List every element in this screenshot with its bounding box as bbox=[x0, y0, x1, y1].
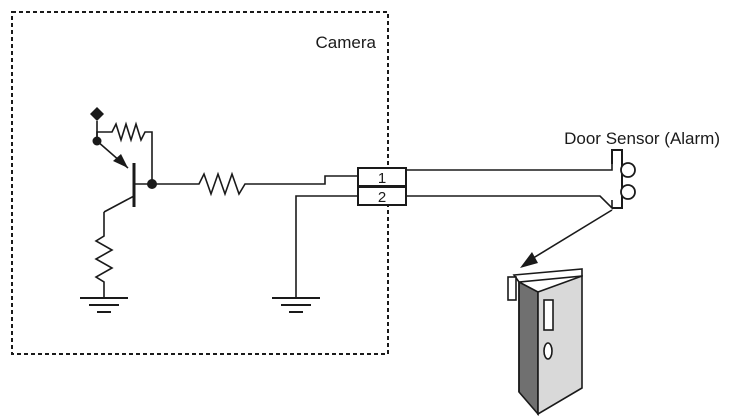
wire-pin1-to-sensor bbox=[406, 164, 613, 171]
door-sensor-label: Door Sensor (Alarm) bbox=[564, 129, 720, 148]
emitter-arrow bbox=[113, 154, 128, 168]
wire-pin2-to-sensor bbox=[406, 195, 613, 210]
ground-symbol-right bbox=[272, 297, 320, 313]
transistor bbox=[103, 163, 152, 213]
door-icon bbox=[507, 268, 583, 417]
terminal-block: 1 2 bbox=[357, 167, 407, 206]
pin2-ground-wire bbox=[272, 195, 358, 313]
door-sensor bbox=[611, 149, 636, 209]
door-handle bbox=[543, 342, 553, 360]
door-window bbox=[543, 299, 554, 331]
door-frame-post bbox=[507, 276, 517, 301]
camera-label: Camera bbox=[316, 33, 377, 52]
door-side bbox=[518, 280, 539, 417]
ground-symbol-left bbox=[80, 297, 128, 313]
terminal-pin-1-label: 1 bbox=[378, 170, 386, 187]
sensor-contact-upper bbox=[620, 162, 636, 178]
series-resistor bbox=[152, 171, 358, 197]
sensor-to-door-arrow bbox=[520, 209, 613, 268]
bias-resistor bbox=[96, 121, 153, 184]
bias-network bbox=[92, 121, 153, 184]
supply-terminal-diamond bbox=[90, 107, 104, 121]
collector-branch bbox=[80, 212, 128, 313]
terminal-pin-2-label: 2 bbox=[378, 189, 386, 206]
sensor-contact-lower bbox=[620, 184, 636, 200]
